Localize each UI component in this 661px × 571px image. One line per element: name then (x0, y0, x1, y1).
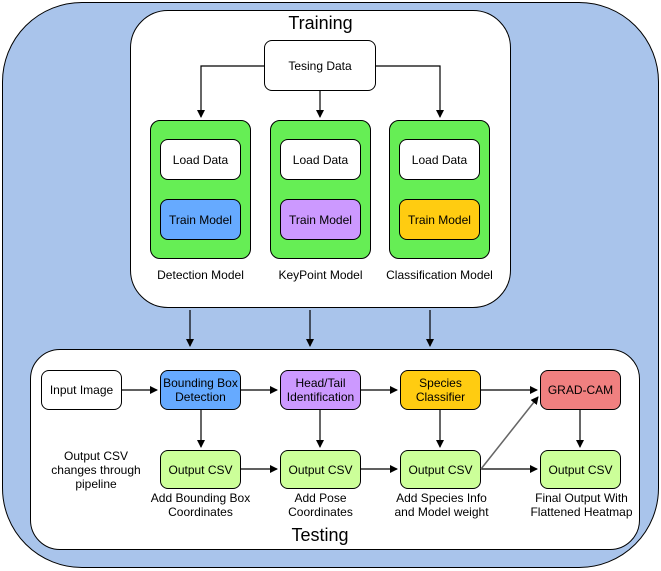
output-csv-label: Output CSV (408, 462, 473, 477)
output-csv-final-node: Output CSV (540, 450, 621, 489)
output-csv-label: Output CSV (168, 462, 233, 477)
head-tail-identification-node: Head/Tail Identification (280, 370, 361, 410)
keypoint-train-model-node: Train Model (280, 199, 361, 240)
training-title: Training (288, 13, 353, 33)
keypoint-load-data-label: Load Data (292, 152, 349, 167)
arrow-data-to-detection (197, 65, 264, 118)
detection-train-model-label: Train Model (169, 212, 232, 227)
pose-csv-caption: Add Pose Coordinates (288, 491, 353, 519)
output-csv-bbox-node: Output CSV (160, 450, 241, 489)
grad-cam-label: GRAD-CAM (547, 383, 614, 397)
output-csv-pose-node: Output CSV (280, 450, 361, 489)
detection-load-data-node: Load Data (160, 139, 241, 180)
keypoint-load-data-node: Load Data (280, 139, 361, 180)
bounding-box-detection-node: Bounding Box Detection (160, 370, 241, 410)
input-image-label: Input Image (49, 383, 114, 397)
output-csv-label: Output CSV (548, 462, 613, 477)
keypoint-model-caption: KeyPoint Model (278, 268, 363, 282)
output-csv-species-node: Output CSV (400, 450, 481, 489)
species-classifier-label: Species Classifier (415, 376, 466, 404)
classification-train-model-node: Train Model (399, 199, 480, 240)
testing-title: Testing (291, 525, 349, 545)
bbox-csv-caption: Add Bounding Box Coordinates (150, 491, 251, 519)
keypoint-train-model-label: Train Model (289, 212, 352, 227)
testing-data-label: Tesing Data (288, 58, 352, 73)
head-tail-identification-label: Head/Tail Identification (286, 376, 355, 404)
classification-load-data-node: Load Data (399, 139, 480, 180)
arrow-data-to-classification (376, 65, 444, 118)
detection-load-data-label: Load Data (172, 152, 229, 167)
grad-cam-node: GRAD-CAM (540, 370, 621, 410)
detection-train-model-node: Train Model (160, 199, 241, 240)
classification-load-data-label: Load Data (411, 152, 468, 167)
bounding-box-detection-label: Bounding Box Detection (163, 376, 238, 404)
input-image-node: Input Image (41, 370, 122, 410)
testing-data-node: Tesing Data (264, 40, 376, 91)
classification-train-model-label: Train Model (408, 212, 471, 227)
classification-model-caption: Classification Model (386, 268, 493, 282)
species-classifier-node: Species Classifier (400, 370, 481, 410)
output-csv-label: Output CSV (288, 462, 353, 477)
species-csv-caption: Add Species Info and Model weight (394, 491, 489, 519)
final-csv-caption: Final Output With Flattened Heatmap (530, 491, 633, 519)
arrow-csv3-to-gradcam (480, 396, 539, 470)
detection-model-caption: Detection Model (157, 268, 244, 282)
csv-pipeline-note: Output CSV changes through pipeline (51, 449, 141, 491)
